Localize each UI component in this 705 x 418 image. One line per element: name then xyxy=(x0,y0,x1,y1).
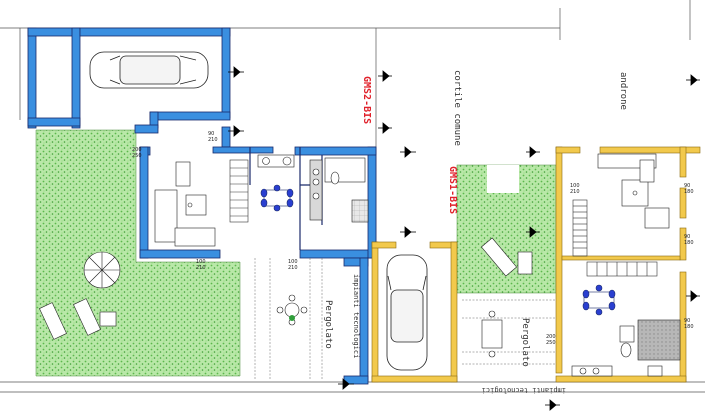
dim-label: 200 250 xyxy=(132,147,142,159)
dim-label: 90 180 xyxy=(684,183,694,195)
bath-right xyxy=(571,319,681,377)
stairs-right xyxy=(572,199,658,277)
label-androne: androne xyxy=(618,72,628,110)
dim-label: 100 210 xyxy=(196,259,206,271)
label-gms1-bis: GMS1-BIS xyxy=(447,166,458,215)
label-impianti-bottom: impianti tecnologici xyxy=(481,386,566,394)
grass-areas xyxy=(35,129,557,377)
label-impianti-left: impianti tecnologici xyxy=(352,274,360,359)
car-garage xyxy=(386,254,428,371)
label-cortile-comune: cortile comune xyxy=(452,70,462,146)
stairs-left xyxy=(229,159,249,223)
living-left xyxy=(154,161,216,247)
kitchen-left xyxy=(257,154,369,223)
dim-label: 90 210 xyxy=(208,131,218,143)
blue-walls xyxy=(27,27,377,385)
label-pergolato-right: Pergolato xyxy=(520,318,530,367)
car-top xyxy=(89,51,209,89)
dim-label: 100 210 xyxy=(570,183,580,195)
plant-icon xyxy=(289,315,295,321)
garden-furniture xyxy=(39,237,533,358)
yellow-walls xyxy=(371,146,701,383)
dim-label: 200 250 xyxy=(546,334,556,346)
pergolato-beams xyxy=(254,258,556,380)
section-markers xyxy=(228,66,700,411)
label-gms2-bis: GMS2-BIS xyxy=(361,76,372,125)
dining-right xyxy=(582,284,616,316)
dining-left xyxy=(260,184,294,212)
dim-label: 90 180 xyxy=(684,318,694,330)
label-pergolato-left: Pergolato xyxy=(323,300,333,349)
dim-label: 100 210 xyxy=(288,259,298,271)
living-right xyxy=(597,153,670,229)
dim-label: 90 180 xyxy=(684,234,694,246)
